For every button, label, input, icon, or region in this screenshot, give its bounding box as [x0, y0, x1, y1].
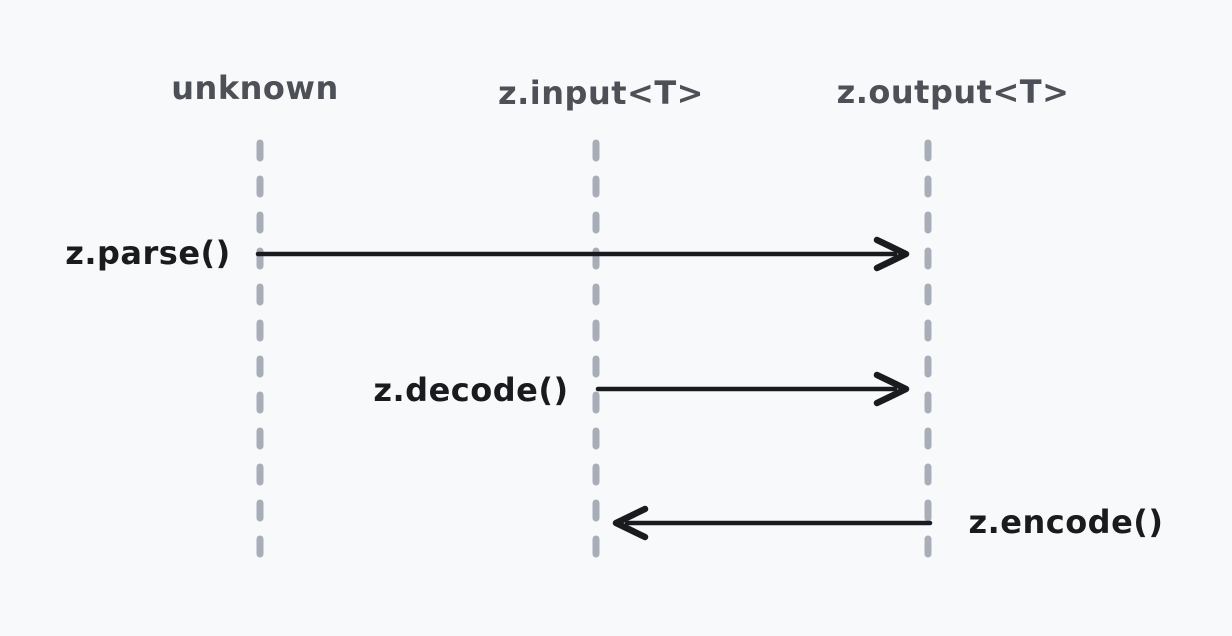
lifeline-label-output: z.output<T> — [836, 73, 1070, 111]
arrow-parse — [255, 236, 910, 272]
arrow-encode — [612, 505, 933, 541]
lifeline-label-unknown: unknown — [171, 69, 339, 107]
message-label-parse: z.parse() — [65, 234, 231, 272]
message-label-decode: z.decode() — [373, 371, 569, 409]
arrow-decode — [595, 371, 910, 407]
message-label-encode: z.encode() — [968, 503, 1164, 541]
lifeline-label-input: z.input<T> — [498, 74, 704, 112]
